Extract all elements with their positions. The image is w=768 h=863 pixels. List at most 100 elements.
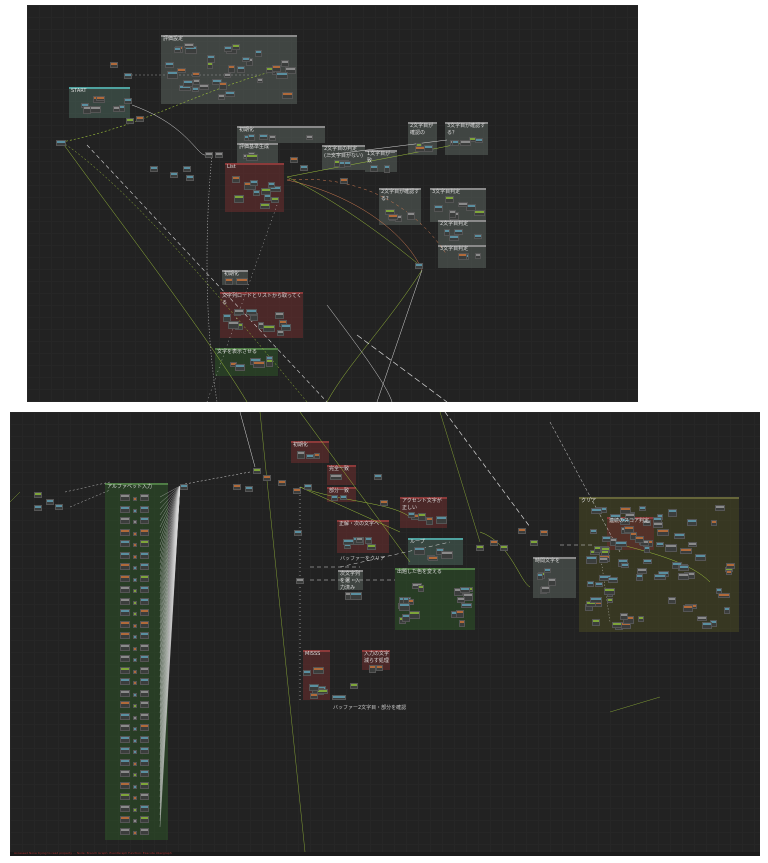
graph-node[interactable]	[606, 597, 614, 603]
graph-node[interactable]	[290, 157, 298, 163]
graph-node[interactable]	[120, 574, 130, 582]
graph-node[interactable]	[234, 309, 244, 316]
graph-node[interactable]	[120, 701, 130, 708]
graph-node[interactable]	[304, 484, 312, 490]
graph-node[interactable]	[140, 781, 149, 789]
graph-node[interactable]	[270, 197, 280, 203]
graph-node[interactable]	[245, 486, 253, 492]
graph-node[interactable]	[409, 611, 420, 619]
graph-node[interactable]	[120, 517, 130, 524]
graph-node[interactable]	[475, 137, 484, 144]
graph-node[interactable]	[586, 556, 598, 564]
graph-node[interactable]	[236, 278, 248, 285]
graph-node[interactable]	[306, 134, 313, 141]
graph-node[interactable]	[607, 577, 618, 583]
graph-node[interactable]	[638, 505, 646, 511]
graph-node[interactable]	[110, 62, 118, 68]
graph-node[interactable]	[653, 522, 664, 529]
graph-node[interactable]	[449, 210, 457, 218]
graph-node[interactable]	[140, 678, 149, 685]
graph-node[interactable]	[34, 492, 42, 498]
graph-node[interactable]	[133, 796, 137, 800]
graph-node[interactable]	[388, 213, 399, 220]
graph-node[interactable]	[259, 202, 270, 209]
graph-node[interactable]	[140, 643, 149, 651]
graph-node[interactable]	[367, 543, 376, 551]
graph-node[interactable]	[718, 592, 731, 599]
graph-node[interactable]	[55, 504, 63, 510]
graph-node[interactable]	[540, 530, 548, 536]
graph-node[interactable]	[258, 134, 268, 141]
graph-node[interactable]	[544, 567, 552, 574]
graph-node[interactable]	[688, 541, 697, 548]
graph-node[interactable]	[350, 592, 362, 600]
graph-node[interactable]	[140, 632, 149, 639]
graph-node[interactable]	[164, 62, 175, 69]
graph-node[interactable]	[460, 602, 472, 608]
graph-node[interactable]	[253, 360, 265, 368]
graph-node[interactable]	[426, 517, 433, 526]
graph-node[interactable]	[254, 49, 263, 58]
comment-group[interactable]: 文字列ロードとリストから取ってくる	[220, 292, 303, 338]
graph-node[interactable]	[457, 253, 468, 261]
graph-node[interactable]	[309, 684, 320, 692]
graph-node[interactable]	[120, 586, 130, 593]
graph-node[interactable]	[118, 104, 126, 112]
graph-node[interactable]	[667, 509, 677, 517]
graph-node[interactable]	[415, 146, 426, 152]
graph-node[interactable]	[540, 585, 551, 593]
graph-node[interactable]	[407, 512, 415, 519]
graph-node[interactable]	[246, 153, 258, 162]
graph-node[interactable]	[140, 827, 149, 835]
graph-node[interactable]	[120, 735, 130, 743]
graph-node[interactable]	[120, 643, 130, 651]
graph-node[interactable]	[205, 152, 213, 158]
graph-node[interactable]	[444, 196, 454, 204]
graph-node[interactable]	[133, 704, 137, 708]
bottom-graph-canvas[interactable]: 初期化完全一致部分一致アルファベット入力アクセント文字が正しい正解・次の文字へル…	[10, 412, 760, 852]
graph-node[interactable]	[140, 816, 149, 823]
graph-node[interactable]	[638, 616, 645, 623]
graph-node[interactable]	[694, 553, 706, 561]
graph-node[interactable]	[140, 517, 149, 524]
graph-node[interactable]	[452, 140, 459, 147]
graph-node[interactable]	[643, 546, 651, 553]
graph-node[interactable]	[186, 175, 194, 181]
graph-node[interactable]	[263, 324, 275, 333]
graph-node[interactable]	[120, 804, 130, 812]
graph-node[interactable]	[413, 547, 426, 555]
graph-node[interactable]	[133, 566, 137, 570]
graph-node[interactable]	[282, 92, 294, 100]
graph-node[interactable]	[275, 311, 284, 319]
graph-node[interactable]	[133, 623, 137, 628]
graph-node[interactable]	[177, 68, 186, 74]
graph-node[interactable]	[120, 747, 130, 754]
graph-node[interactable]	[133, 577, 137, 582]
graph-node[interactable]	[224, 91, 235, 98]
graph-node[interactable]	[174, 46, 182, 53]
graph-node[interactable]	[518, 528, 526, 534]
graph-node[interactable]	[140, 563, 149, 570]
graph-node[interactable]	[263, 475, 271, 481]
graph-node[interactable]	[726, 569, 733, 576]
graph-node[interactable]	[166, 71, 178, 79]
graph-node[interactable]	[140, 609, 149, 616]
graph-node[interactable]	[150, 166, 158, 172]
graph-node[interactable]	[312, 666, 324, 675]
graph-node[interactable]	[133, 830, 137, 835]
graph-node[interactable]	[667, 596, 676, 604]
graph-node[interactable]	[453, 228, 464, 235]
graph-node[interactable]	[237, 66, 246, 73]
graph-node[interactable]	[180, 484, 188, 490]
graph-node[interactable]	[206, 61, 214, 70]
graph-node[interactable]	[192, 71, 201, 78]
graph-node[interactable]	[620, 563, 629, 569]
graph-node[interactable]	[655, 541, 665, 548]
graph-node[interactable]	[536, 573, 544, 581]
graph-node[interactable]	[267, 182, 276, 189]
graph-node[interactable]	[140, 655, 149, 662]
graph-node[interactable]	[133, 646, 137, 651]
graph-node[interactable]	[313, 453, 320, 459]
graph-node[interactable]	[456, 597, 465, 603]
